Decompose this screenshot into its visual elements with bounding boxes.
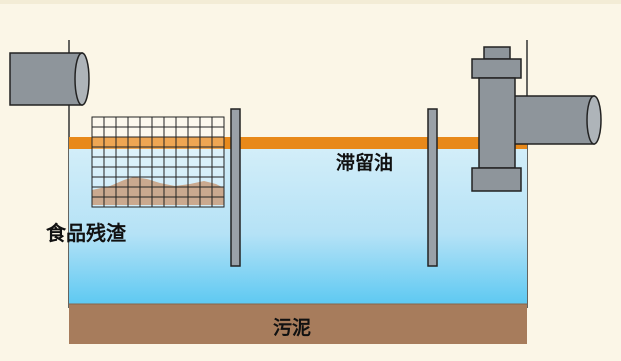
food-residue-pile bbox=[92, 177, 224, 205]
sludge-layer bbox=[69, 304, 527, 344]
top-strip bbox=[0, 0, 621, 4]
food-residue-label: 食品残渣 bbox=[46, 221, 126, 245]
water-body bbox=[69, 148, 527, 304]
sludge-label: 污泥 bbox=[273, 317, 312, 339]
oil-label: 滞留油 bbox=[336, 152, 394, 174]
baffle-plate-2 bbox=[427, 108, 438, 267]
mesh-basket bbox=[91, 116, 225, 208]
outlet-pipe bbox=[471, 46, 602, 192]
inlet-pipe bbox=[9, 52, 90, 106]
baffle-plate-1 bbox=[230, 108, 241, 267]
oil-layer bbox=[69, 137, 527, 149]
